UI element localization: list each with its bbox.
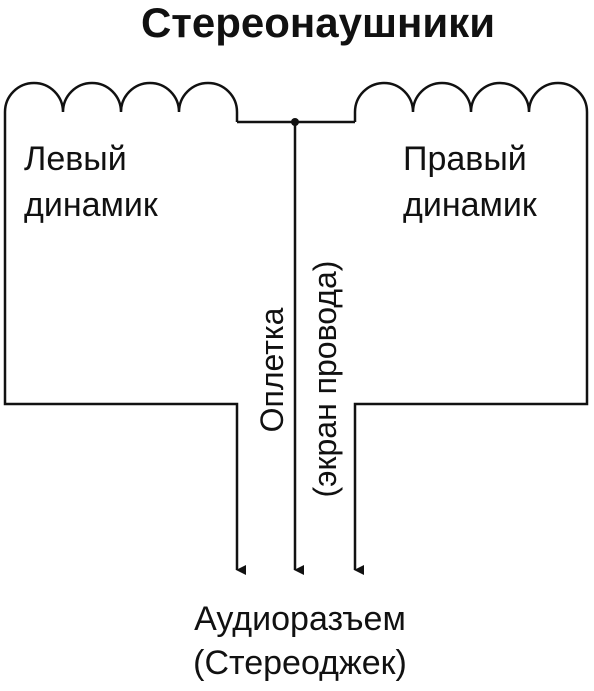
connector-label-line2: (Стереоджек) — [193, 644, 407, 682]
right-speaker-label-line2: динамик — [403, 186, 538, 224]
right-speaker-coil — [353, 81, 589, 575]
left-speaker-coil — [3, 81, 246, 575]
left-speaker-label-line2: динамик — [24, 186, 159, 224]
right-speaker-label-line1: Правый — [403, 140, 527, 178]
connector-label-line1: Аудиоразъем — [194, 600, 406, 638]
shield-label-line1: Оплетка — [254, 307, 290, 432]
left-speaker-label-line1: Левый — [24, 140, 127, 178]
diagram-title: Стереонаушники — [141, 0, 495, 46]
shield-label-line2: (экран провода) — [307, 261, 343, 498]
